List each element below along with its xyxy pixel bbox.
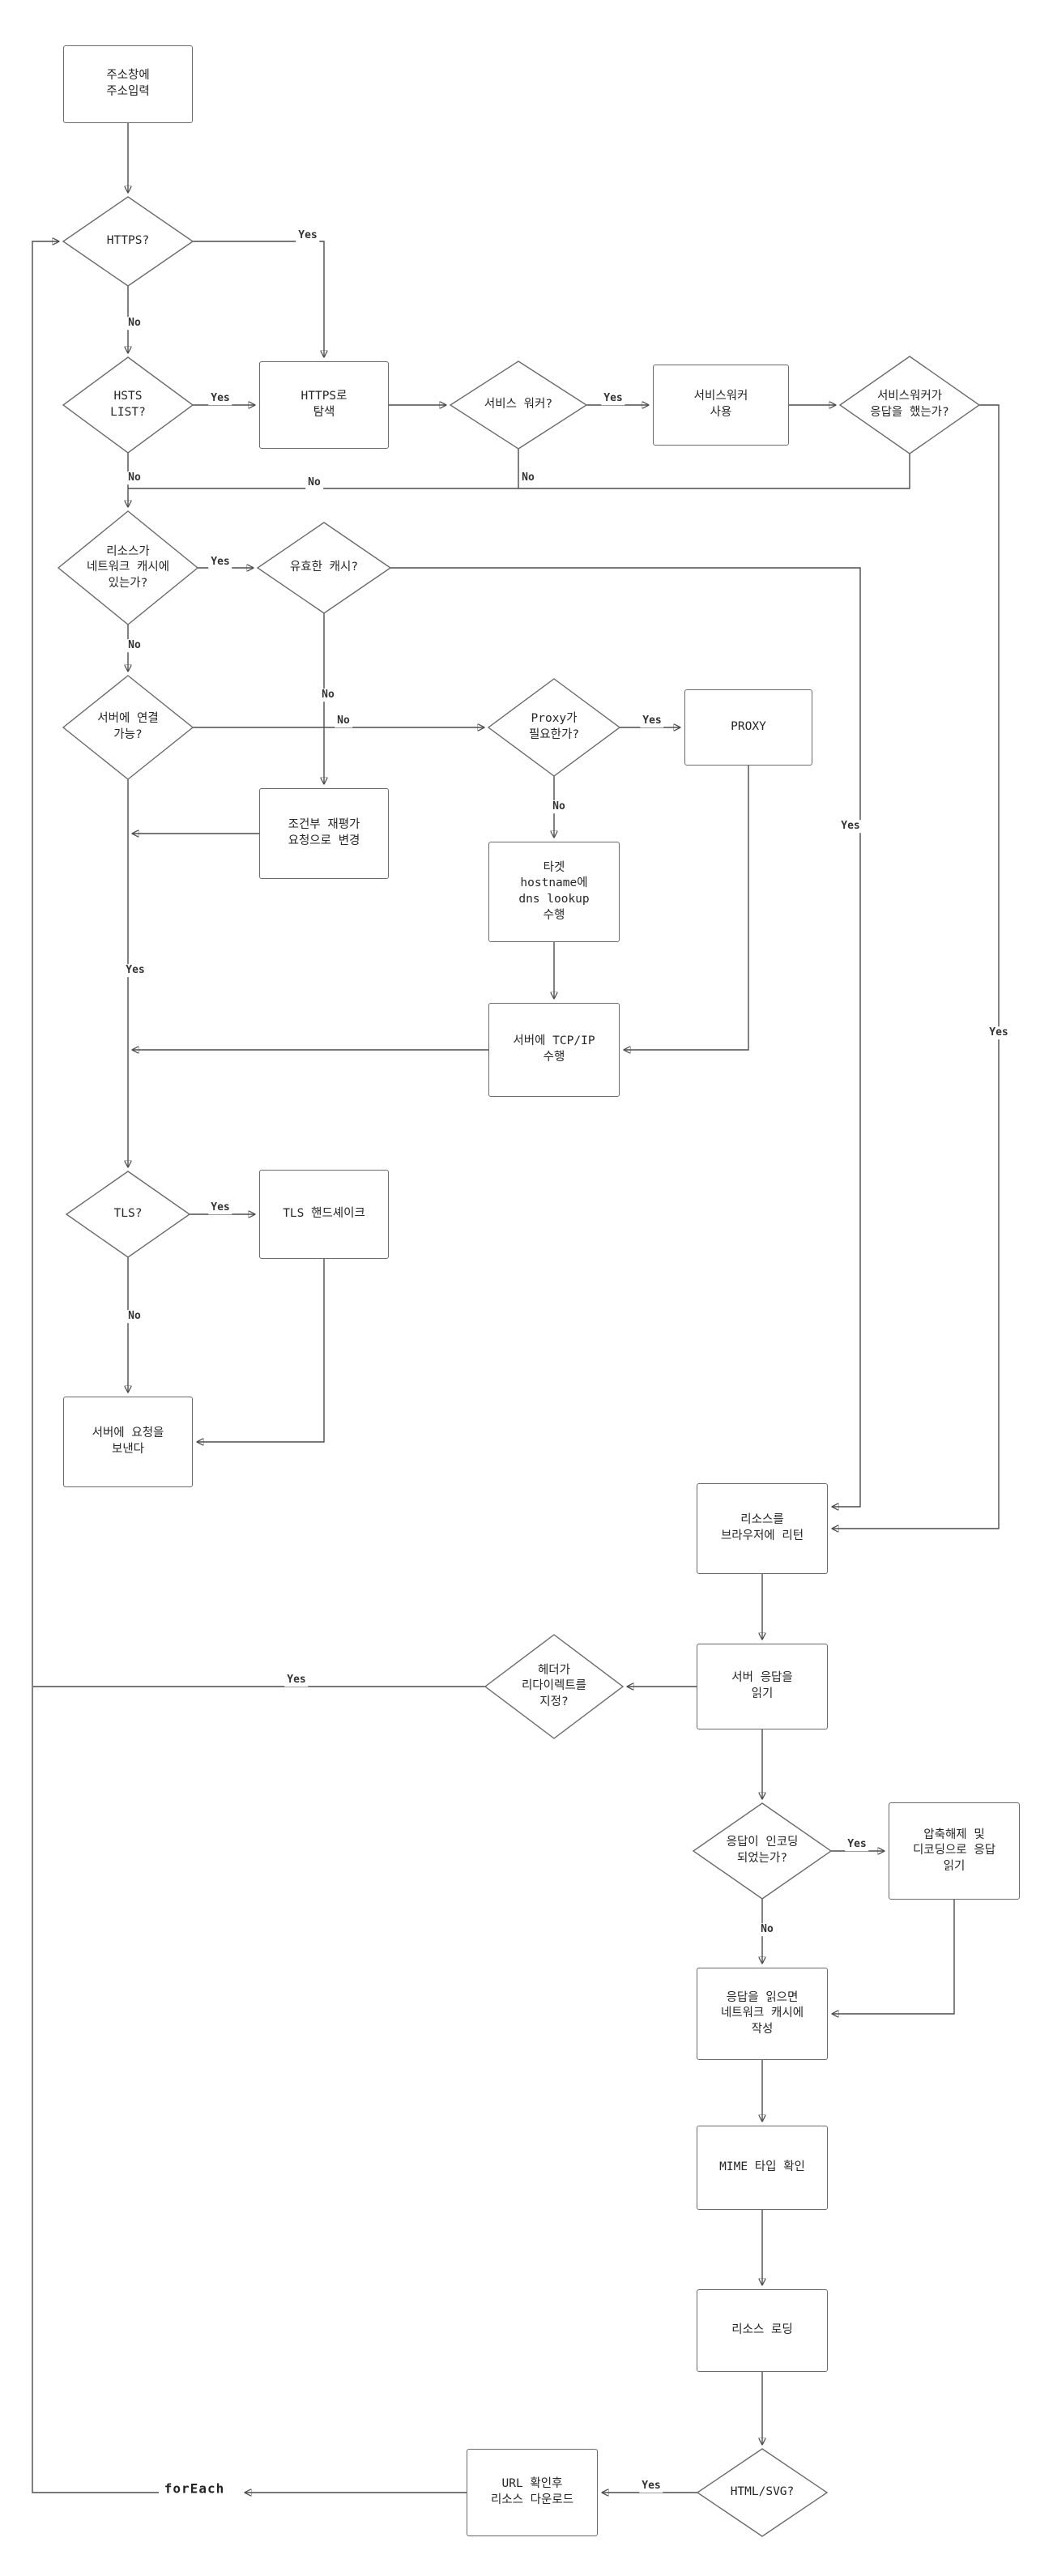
edge-tlshs-send [198,1259,325,1442]
decision-https: HTTPS? [63,197,193,286]
diamond-shape [58,511,198,625]
node-read-response: 서버 응답을 읽기 [697,1644,828,1729]
node-navigate-https: HTTPS로 탐색 [259,361,389,449]
edge-label-cache-yes: Yes [208,556,232,569]
node-enter-address: 주소창에 주소입력 [63,45,193,123]
edge-https-yes [193,241,324,356]
edge-label-validcache-no: No [319,689,337,702]
node-conditional-revalidation: 조건부 재평가 요청으로 변경 [259,788,389,879]
node-tls-handshake: TLS 핸드셰이크 [259,1170,389,1259]
decision-redirect: 헤더가 리다이렉트를 지정? [485,1635,623,1738]
node-use-service-worker: 서비스워커 사용 [653,365,789,446]
edge-label-proxy-yes: Yes [640,714,664,727]
diamond-shape [63,197,193,286]
decision-proxy-needed: Proxy가 필요한가? [488,679,620,776]
edge-label-tls-no: No [126,1310,143,1323]
edge-label-redirect-yes: Yes [284,1674,309,1687]
edge-label-sw-no: No [519,471,537,484]
edge-label-swresp-yes: Yes [987,1026,1011,1039]
decision-sw-responded: 서비스워커가 응답을 했는가? [840,356,979,454]
edge-label-swresp-no: No [305,476,323,489]
decision-hsts-list: HSTS LIST? [63,357,193,453]
edge-proxy-tcp [625,766,749,1050]
edge-label-https-yes: Yes [296,229,320,242]
decision-encoded: 응답이 인코딩 되었는가? [693,1803,831,1899]
edge-label-encoded-yes: Yes [845,1838,869,1851]
edge-label-validcache-yes: Yes [838,820,863,833]
node-url-download: URL 확인후 리소스 다운로드 [467,2449,598,2536]
node-return-resource: 리소스를 브라우저에 리턴 [697,1483,828,1574]
edge-label-connect-no: No [335,714,352,727]
diamond-shape [840,356,979,454]
edge-decode-write [833,1900,955,2014]
diamond-shape [258,522,390,613]
edge-label-htmlsvg-yes: Yes [639,2480,663,2493]
node-proxy: PROXY [684,689,812,766]
foreach-label: forEach [164,2480,225,2497]
decision-resource-in-cache: 리소스가 네트워크 캐시에 있는가? [58,511,198,625]
edge-label-hsts-no: No [126,471,143,484]
node-decode-response: 압축해제 및 디코딩으로 응답 읽기 [889,1802,1020,1900]
decision-html-svg: HTML/SVG? [697,2449,827,2536]
edge-label-cache-no: No [126,639,143,652]
node-write-cache: 응답을 읽으면 네트워크 캐시에 작성 [697,1968,828,2060]
edge-label-tls-yes: Yes [208,1201,232,1214]
edge-swresp-yes [833,404,1000,1529]
diamond-shape [697,2449,827,2536]
decision-tls: TLS? [66,1171,190,1257]
diamond-shape [488,679,620,776]
edge-label-sw-yes: Yes [601,392,625,405]
diamond-shape [693,1803,831,1899]
node-send-request: 서버에 요청을 보낸다 [63,1397,193,1487]
decision-service-worker: 서비스 워커? [450,361,586,449]
node-mime-check: MIME 타입 확인 [697,2126,828,2210]
edge-label-hsts-yes: Yes [208,392,232,405]
edge-label-https-no: No [126,317,143,330]
diamond-shape [485,1635,623,1738]
diamond-shape [63,357,193,453]
edge-label-encoded-no: No [758,1923,776,1936]
node-tcp-connect: 서버에 TCP/IP 수행 [488,1003,620,1097]
edge-label-proxy-no: No [550,800,568,813]
decision-valid-cache: 유효한 캐시? [258,522,390,613]
edge-label-connect-yes: Yes [123,964,147,977]
node-dns-lookup: 타겟 hostname에 dns lookup 수행 [488,842,620,942]
decision-server-reachable: 서버에 연결 가능? [63,676,193,779]
edge-swresp-no [128,454,910,489]
node-load-resource: 리소스 로딩 [697,2289,828,2372]
diamond-shape [63,676,193,779]
edge-loop-rail [32,241,159,2493]
diamond-shape [450,361,586,449]
diamond-shape [66,1171,190,1257]
edge-validcache-yes [390,567,861,1507]
